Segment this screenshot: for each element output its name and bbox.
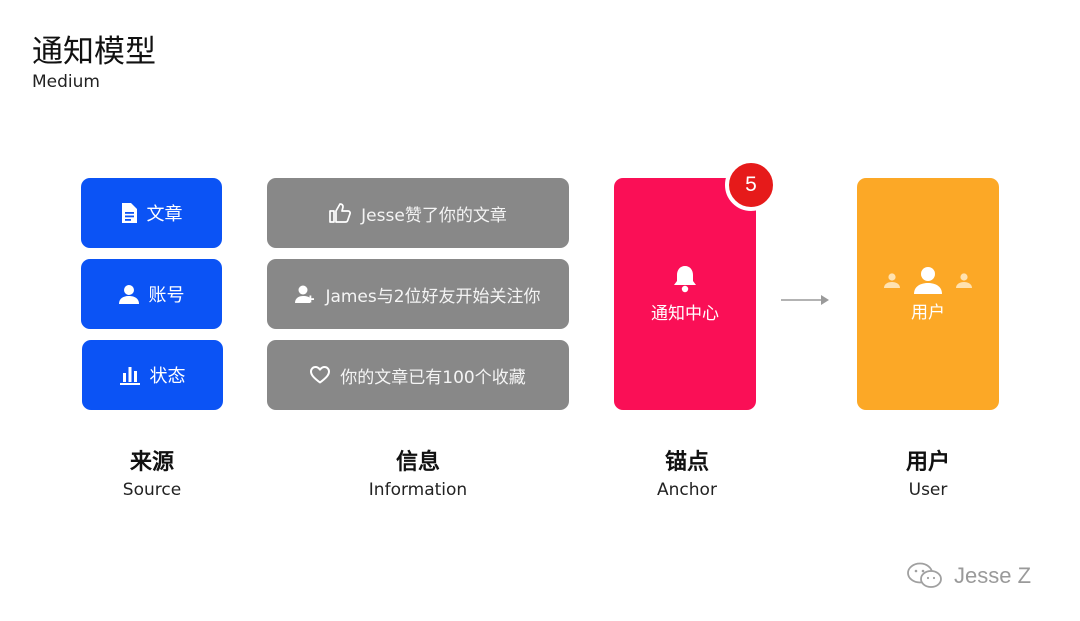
- bell-icon: [672, 265, 698, 293]
- person-small-left-icon: [884, 272, 900, 288]
- column-label-en: User: [908, 480, 948, 500]
- notification-center-card[interactable]: 通知中心: [614, 178, 756, 410]
- info-card-text: Jesse赞了你的文章: [361, 205, 507, 226]
- arrow-right-icon: [781, 295, 829, 305]
- document-icon: [121, 203, 137, 223]
- info-card-follow[interactable]: James与2位好友开始关注你: [267, 259, 569, 329]
- person-large-icon: [914, 266, 942, 294]
- column-label-anchor: 锚点 Anchor: [597, 444, 777, 500]
- wechat-icon: [906, 562, 946, 590]
- source-card-account[interactable]: 账号: [81, 259, 222, 329]
- column-label-zh: 信息: [395, 450, 440, 475]
- info-card-favorite[interactable]: 你的文章已有100个收藏: [267, 340, 569, 410]
- page-subtitle: Medium: [32, 72, 100, 92]
- users-icon: [884, 266, 972, 294]
- thumbs-up-icon: [329, 203, 352, 223]
- info-card-like[interactable]: Jesse赞了你的文章: [267, 178, 569, 248]
- source-card-label: 状态: [149, 366, 186, 387]
- user-card-label: 用户: [911, 302, 945, 323]
- column-label-user: 用户 User: [838, 444, 1018, 500]
- column-label-en: Source: [122, 480, 182, 500]
- column-label-information: 信息 Information: [328, 444, 508, 500]
- notification-count-badge: 5: [725, 159, 777, 211]
- column-label-zh: 锚点: [664, 450, 709, 475]
- column-label-zh: 用户: [905, 450, 950, 475]
- info-card-text: 你的文章已有100个收藏: [340, 367, 526, 388]
- person-add-icon: [295, 284, 315, 304]
- user-card[interactable]: 用户: [857, 178, 999, 410]
- notification-center-label: 通知中心: [651, 303, 719, 324]
- info-card-text: James与2位好友开始关注你: [325, 286, 541, 307]
- person-icon: [118, 284, 139, 304]
- source-card-status[interactable]: 状态: [82, 340, 223, 410]
- column-label-zh: 来源: [129, 450, 174, 475]
- watermark: Jesse Z: [906, 562, 1031, 590]
- column-label-en: Information: [368, 480, 468, 500]
- column-label-en: Anchor: [657, 480, 717, 500]
- heart-icon: [310, 366, 331, 384]
- source-card-article[interactable]: 文章: [81, 178, 222, 248]
- page-title: 通知模型: [32, 34, 156, 70]
- watermark-text: Jesse Z: [954, 563, 1032, 588]
- column-label-source: 来源 Source: [62, 444, 242, 500]
- source-card-label: 文章: [146, 204, 183, 225]
- person-small-right-icon: [956, 272, 972, 288]
- bar-chart-icon: [119, 366, 140, 385]
- source-card-label: 账号: [148, 285, 185, 306]
